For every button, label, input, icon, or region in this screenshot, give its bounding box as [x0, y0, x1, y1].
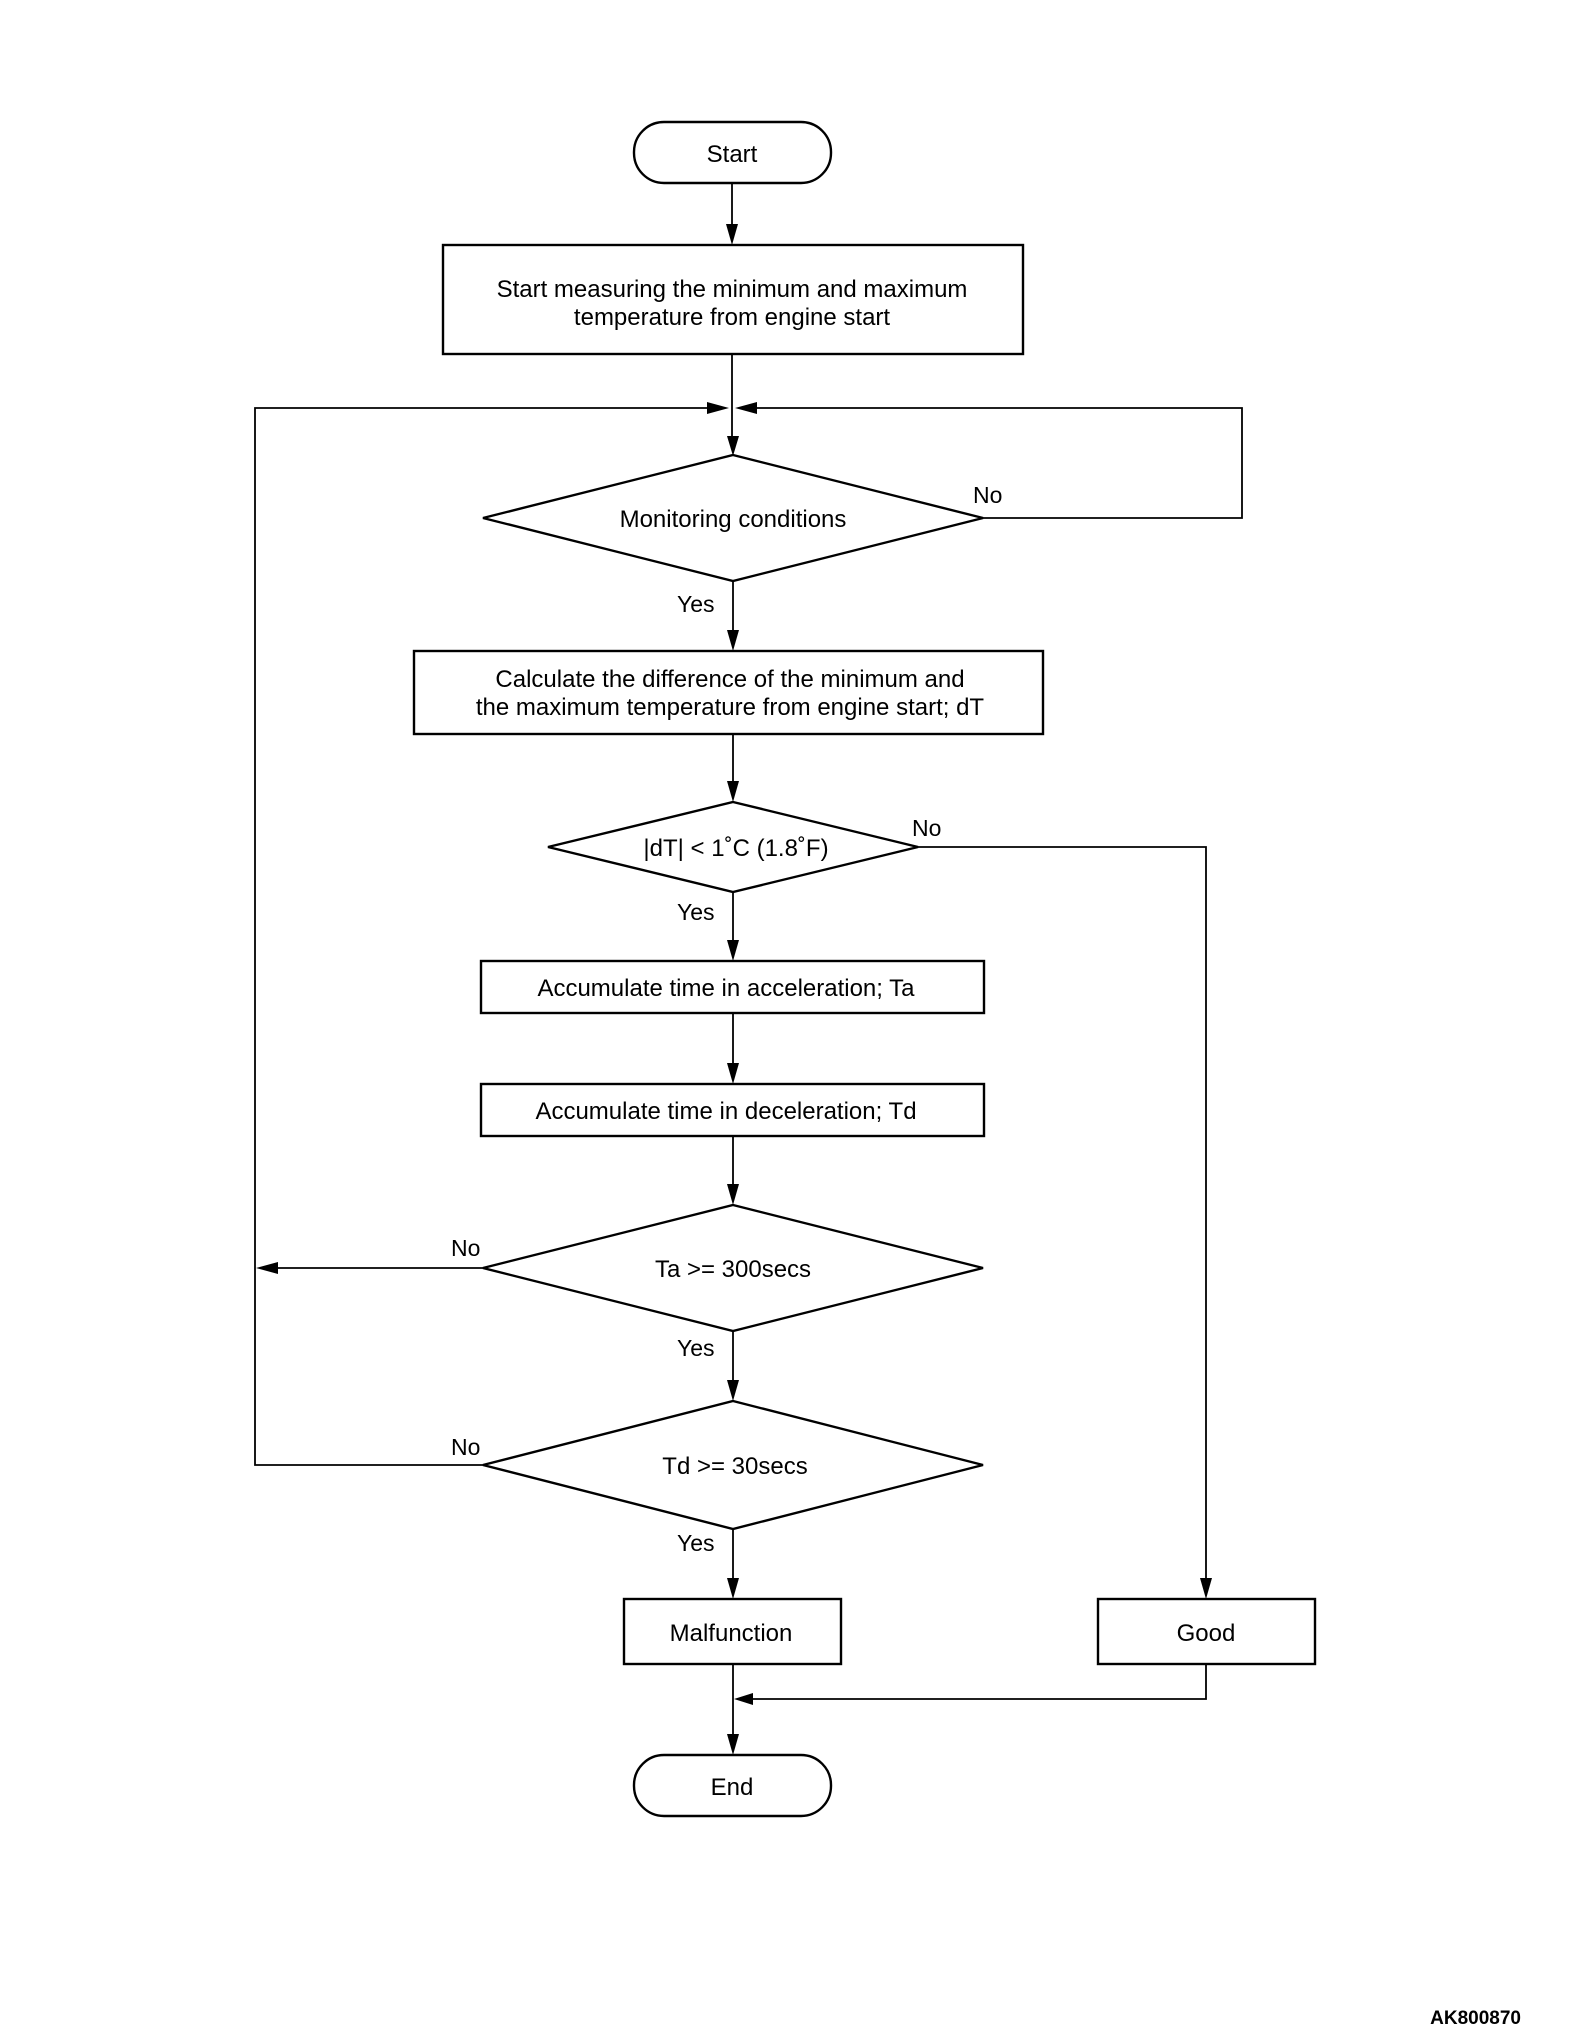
- connector-return-loop-left: [254, 407, 708, 1466]
- arrowhead-right: [707, 402, 729, 414]
- arrowhead-down: [727, 781, 739, 802]
- measure-temperature-label-line1: Start measuring the minimum and maximum: [497, 276, 968, 303]
- ta-check-label: Ta >= 300secs: [655, 1256, 811, 1283]
- connector-dt-no-to-good: [918, 846, 1207, 1579]
- ta-yes-label: Yes: [677, 1335, 715, 1361]
- end-label: End: [711, 1774, 754, 1801]
- measure-temperature-process: [441, 243, 1025, 356]
- good-label: Good: [1177, 1620, 1236, 1647]
- td-no-label: No: [451, 1434, 480, 1460]
- monitoring-no-label: No: [973, 482, 1002, 508]
- arrowheads: [256, 224, 1212, 1755]
- malfunction-result: [622, 1597, 843, 1666]
- arrowhead-down: [727, 1063, 739, 1084]
- arrowhead-down: [727, 1380, 739, 1401]
- figure-id: AK800870: [1430, 2008, 1521, 2029]
- accumulate-acceleration-label: Accumulate time in acceleration; Ta: [537, 975, 915, 1002]
- dt-no-label: No: [912, 815, 941, 841]
- calculate-difference-label-line2: the maximum temperature from engine star…: [476, 694, 985, 721]
- arrowhead-left: [734, 1693, 753, 1705]
- arrowhead-down: [727, 630, 739, 651]
- malfunction-label: Malfunction: [670, 1620, 793, 1647]
- td-yes-label: Yes: [677, 1530, 715, 1556]
- dt-check-label: |dT| < 1˚C (1.8˚F): [643, 835, 828, 862]
- arrowhead-down: [727, 1734, 739, 1755]
- arrowhead-down: [727, 1184, 739, 1205]
- ta-no-label: No: [451, 1235, 480, 1261]
- arrowhead-down: [1200, 1578, 1212, 1599]
- arrowhead-down: [727, 940, 739, 961]
- accumulate-deceleration-process: [479, 1082, 986, 1138]
- arrowhead-down: [727, 436, 739, 456]
- monitoring-conditions-label: Monitoring conditions: [620, 506, 847, 533]
- monitoring-yes-label: Yes: [677, 591, 715, 617]
- calculate-difference-process: [412, 649, 1045, 736]
- dt-yes-label: Yes: [677, 899, 715, 925]
- connector-good-to-end: [752, 1664, 1207, 1700]
- end-terminal: [632, 1753, 833, 1818]
- calculate-difference-label-line1: Calculate the difference of the minimum …: [495, 666, 964, 693]
- arrowhead-down: [727, 1578, 739, 1599]
- connector-monitoring-no-loop: [756, 407, 1243, 519]
- arrowhead-left: [256, 1262, 278, 1274]
- measure-temperature-label-line2: temperature from engine start: [574, 304, 890, 331]
- arrowhead-down: [726, 224, 738, 245]
- arrowhead-left: [735, 402, 757, 414]
- start-label: Start: [707, 141, 758, 168]
- connectors: [254, 183, 1243, 1735]
- accumulate-deceleration-label: Accumulate time in deceleration; Td: [535, 1098, 916, 1125]
- td-check-label: Td >= 30secs: [662, 1453, 807, 1480]
- good-result: [1096, 1597, 1317, 1666]
- accumulate-acceleration-process: [479, 959, 986, 1015]
